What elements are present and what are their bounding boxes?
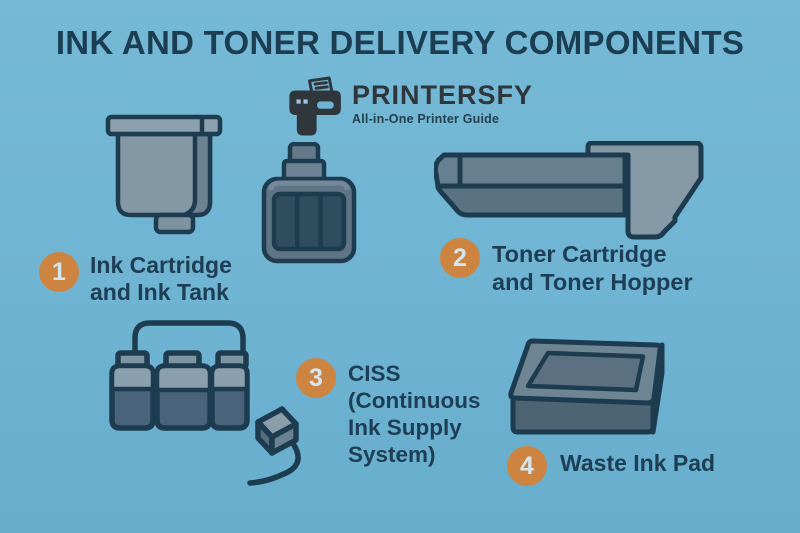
ink-cartridge-icon: [105, 114, 223, 235]
logo: PRINTERSFY All-in-One Printer Guide: [289, 76, 533, 136]
item-1-number: 1: [52, 257, 66, 286]
waste-ink-pad-icon: [508, 338, 665, 435]
ink-tank-icon: [261, 142, 357, 264]
item-2-label: Toner Cartridge and Toner Hopper: [492, 241, 693, 295]
ciss-icon: [109, 320, 301, 486]
item-3-number: 3: [309, 363, 323, 392]
item-1-number-badge: 1: [39, 252, 79, 292]
item-4-number: 4: [520, 451, 534, 480]
item-4-label: Waste Ink Pad: [560, 450, 716, 476]
item-3-label: CISS (Continuous Ink Supply System): [348, 361, 481, 467]
page-title: INK AND TONER DELIVERY COMPONENTS: [55, 24, 745, 61]
brand-name: PRINTERSFY: [352, 80, 534, 110]
item-1-label: Ink Cartridge and Ink Tank: [90, 252, 232, 305]
toner-cartridge-icon: [434, 141, 704, 240]
item-2-number-badge: 2: [440, 238, 480, 278]
printer-logo-icon: [289, 76, 341, 136]
brand-tagline: All-in-One Printer Guide: [352, 112, 500, 126]
item-4-number-badge: 4: [507, 446, 547, 486]
item-3-number-badge: 3: [296, 358, 336, 398]
item-2-number: 2: [453, 243, 467, 272]
